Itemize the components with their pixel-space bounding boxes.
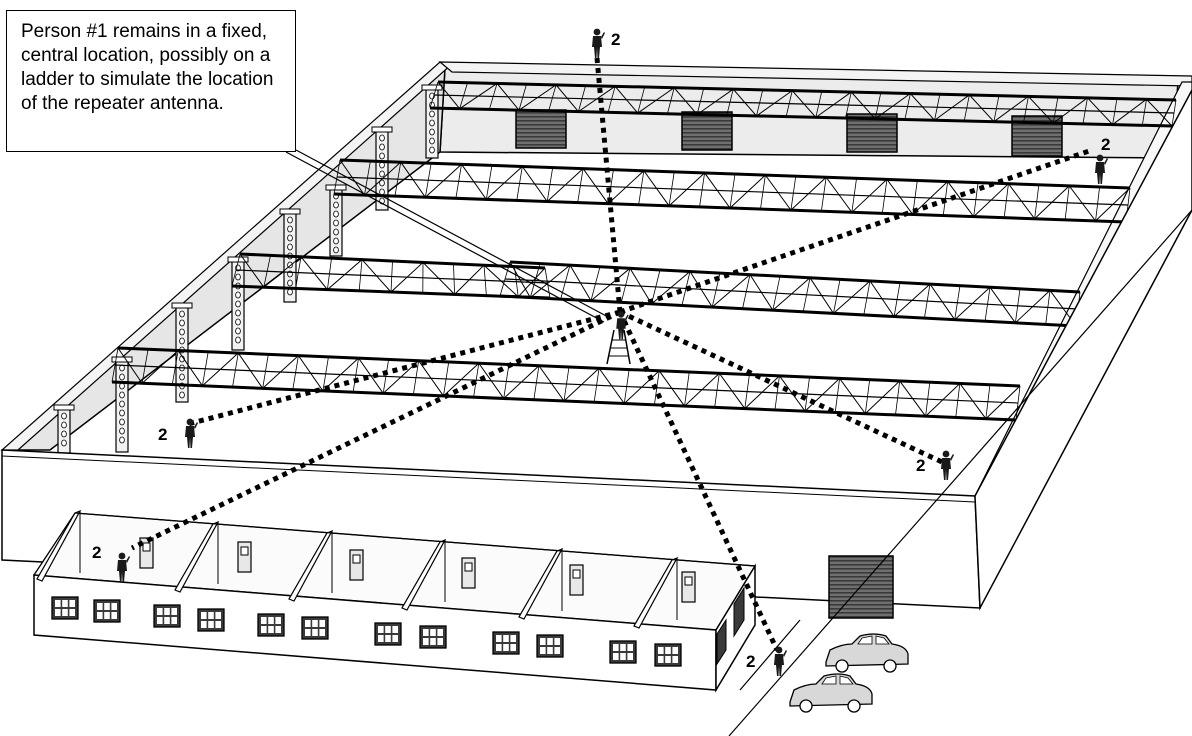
window-4 [197, 608, 225, 632]
person-2-label: 2 [916, 456, 925, 475]
person-2-1 [592, 28, 605, 58]
column-2 [371, 126, 393, 211]
office-door-2 [237, 541, 252, 573]
window-5 [257, 613, 285, 637]
column-8 [53, 404, 75, 454]
front-loading-door [828, 555, 894, 619]
person-2-label: 2 [92, 543, 101, 562]
driveway-line-2 [728, 209, 1192, 736]
parked-cars [789, 633, 909, 713]
person-2-label: 2 [746, 652, 755, 671]
signal-path-5 [130, 309, 622, 551]
office-door-1 [139, 537, 154, 569]
back-wall-top [438, 61, 1192, 87]
office-block [32, 509, 757, 693]
person-2-label: 2 [611, 30, 620, 49]
truss-4 [499, 260, 1081, 328]
people: 2 2 2 2 2 2 [92, 28, 1110, 676]
window-2 [93, 599, 121, 623]
window-12 [654, 643, 682, 667]
office-door-4 [461, 557, 476, 589]
back-wall-doors [515, 109, 1063, 157]
window-1 [51, 596, 79, 620]
right-wall [974, 89, 1192, 611]
truss-1 [429, 80, 1177, 128]
window-11 [609, 640, 637, 664]
back-door-2 [681, 111, 733, 151]
back-door-1 [515, 109, 567, 149]
person-2-label: 2 [1101, 135, 1110, 154]
car-2 [789, 673, 873, 713]
partition-4 [401, 538, 447, 611]
truss-5 [111, 346, 1021, 422]
truss-2 [333, 158, 1131, 224]
person-2-5 [117, 552, 130, 582]
ladder [606, 329, 631, 365]
partition-3 [288, 529, 334, 602]
column-5 [227, 256, 249, 351]
callout-text: Person #1 remains in a fixed, central lo… [21, 21, 274, 114]
wall-columns [53, 84, 443, 454]
callout-box: Person #1 remains in a fixed, central lo… [6, 10, 296, 152]
office-door-3 [349, 549, 364, 581]
signal-path-6 [617, 310, 780, 652]
partition-1 [36, 509, 82, 582]
window-10 [536, 634, 564, 658]
car-1 [825, 633, 909, 673]
person-2-3 [185, 418, 198, 448]
window-6 [301, 616, 329, 640]
partition-6 [633, 556, 679, 629]
person-2-4 [941, 450, 954, 480]
callout-pointer-lower [285, 151, 605, 323]
person-2-6 [774, 646, 787, 676]
partition-2 [174, 520, 220, 593]
person-1 [616, 311, 629, 340]
driveway-line-1 [739, 619, 801, 691]
side-window-2 [733, 586, 745, 638]
person-2-label: 2 [158, 425, 167, 444]
signal-path-3 [187, 309, 621, 427]
signal-path-1 [594, 57, 623, 313]
window-3 [153, 604, 181, 628]
roof-trusses [111, 80, 1177, 422]
column-6 [171, 302, 193, 403]
office-door-5 [569, 564, 584, 596]
signal-path-2 [619, 147, 1093, 315]
window-9 [492, 631, 520, 655]
side-window-1 [716, 618, 727, 666]
truss-3 [231, 252, 551, 300]
person-2-2 [1095, 154, 1108, 184]
window-8 [419, 625, 447, 649]
callout-pointer-upper [295, 149, 611, 319]
office-door-6 [681, 571, 696, 603]
signal-paths [130, 57, 1093, 652]
back-door-3 [846, 113, 898, 153]
front-wall-top-edge [1, 455, 976, 503]
window-7 [374, 622, 402, 646]
column-3 [325, 184, 347, 257]
partition-5 [518, 547, 564, 620]
